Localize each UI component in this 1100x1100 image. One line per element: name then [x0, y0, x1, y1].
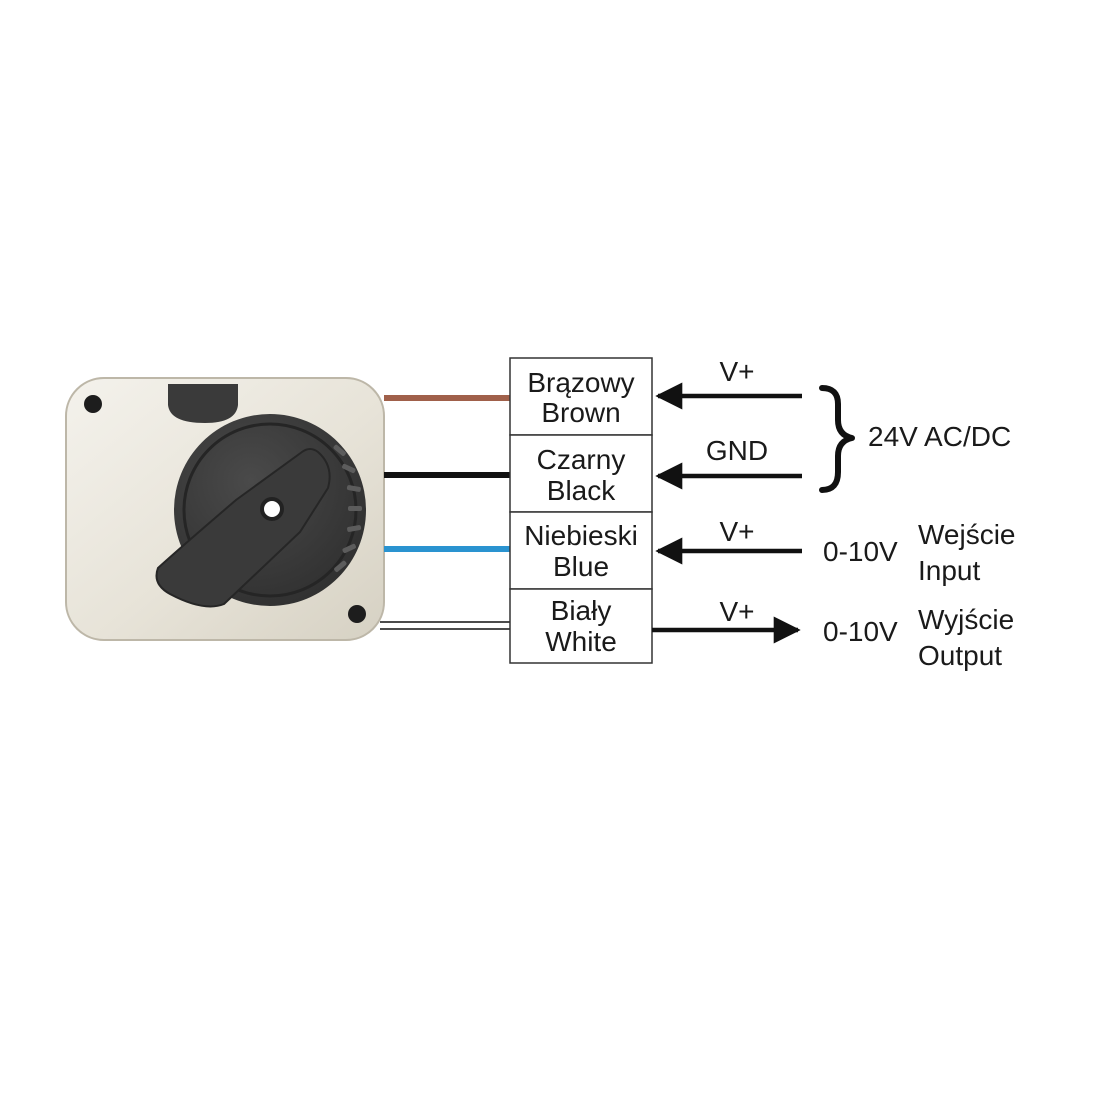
- terminal-label-en: White: [545, 626, 617, 657]
- terminal-label-pl: Brązowy: [527, 367, 634, 398]
- control-output-label-en: Output: [918, 640, 1002, 671]
- terminal-label-en: Brown: [541, 397, 620, 428]
- terminal-label-pl: Biały: [551, 595, 612, 626]
- control-output-label-pl: Wyjście: [918, 604, 1014, 635]
- signal-label: V+: [719, 596, 754, 627]
- control-output-range: 0-10V: [823, 616, 898, 647]
- knob-pivot: [260, 497, 284, 521]
- signal-label: GND: [706, 435, 768, 466]
- control-input-label-en: Input: [918, 555, 980, 586]
- actuator-device: [65, 377, 385, 641]
- terminal-label-en: Blue: [553, 551, 609, 582]
- control-input-range: 0-10V: [823, 536, 898, 567]
- control-input-label-pl: Wejście: [918, 519, 1016, 550]
- signal-label: V+: [719, 356, 754, 387]
- wire-white: [380, 621, 510, 630]
- actuator-top-clip: [168, 384, 238, 423]
- position-scale-marks: [333, 444, 362, 572]
- screw-bottom-right: [348, 605, 366, 623]
- terminal-label-pl: Czarny: [537, 444, 626, 475]
- screw-top-left: [84, 395, 102, 413]
- wires: [380, 395, 510, 630]
- supply-brace: [819, 385, 855, 493]
- terminal-label-en: Black: [547, 475, 616, 506]
- terminal-label-pl: Niebieski: [524, 520, 638, 551]
- signal-label: V+: [719, 516, 754, 547]
- signal-arrows: V+ GND V+ V+: [652, 356, 802, 644]
- terminal-table: Brązowy Brown Czarny Black Niebieski Blu…: [509, 357, 653, 664]
- knob-lever: [155, 448, 331, 608]
- supply-label: 24V AC/DC: [868, 421, 1011, 452]
